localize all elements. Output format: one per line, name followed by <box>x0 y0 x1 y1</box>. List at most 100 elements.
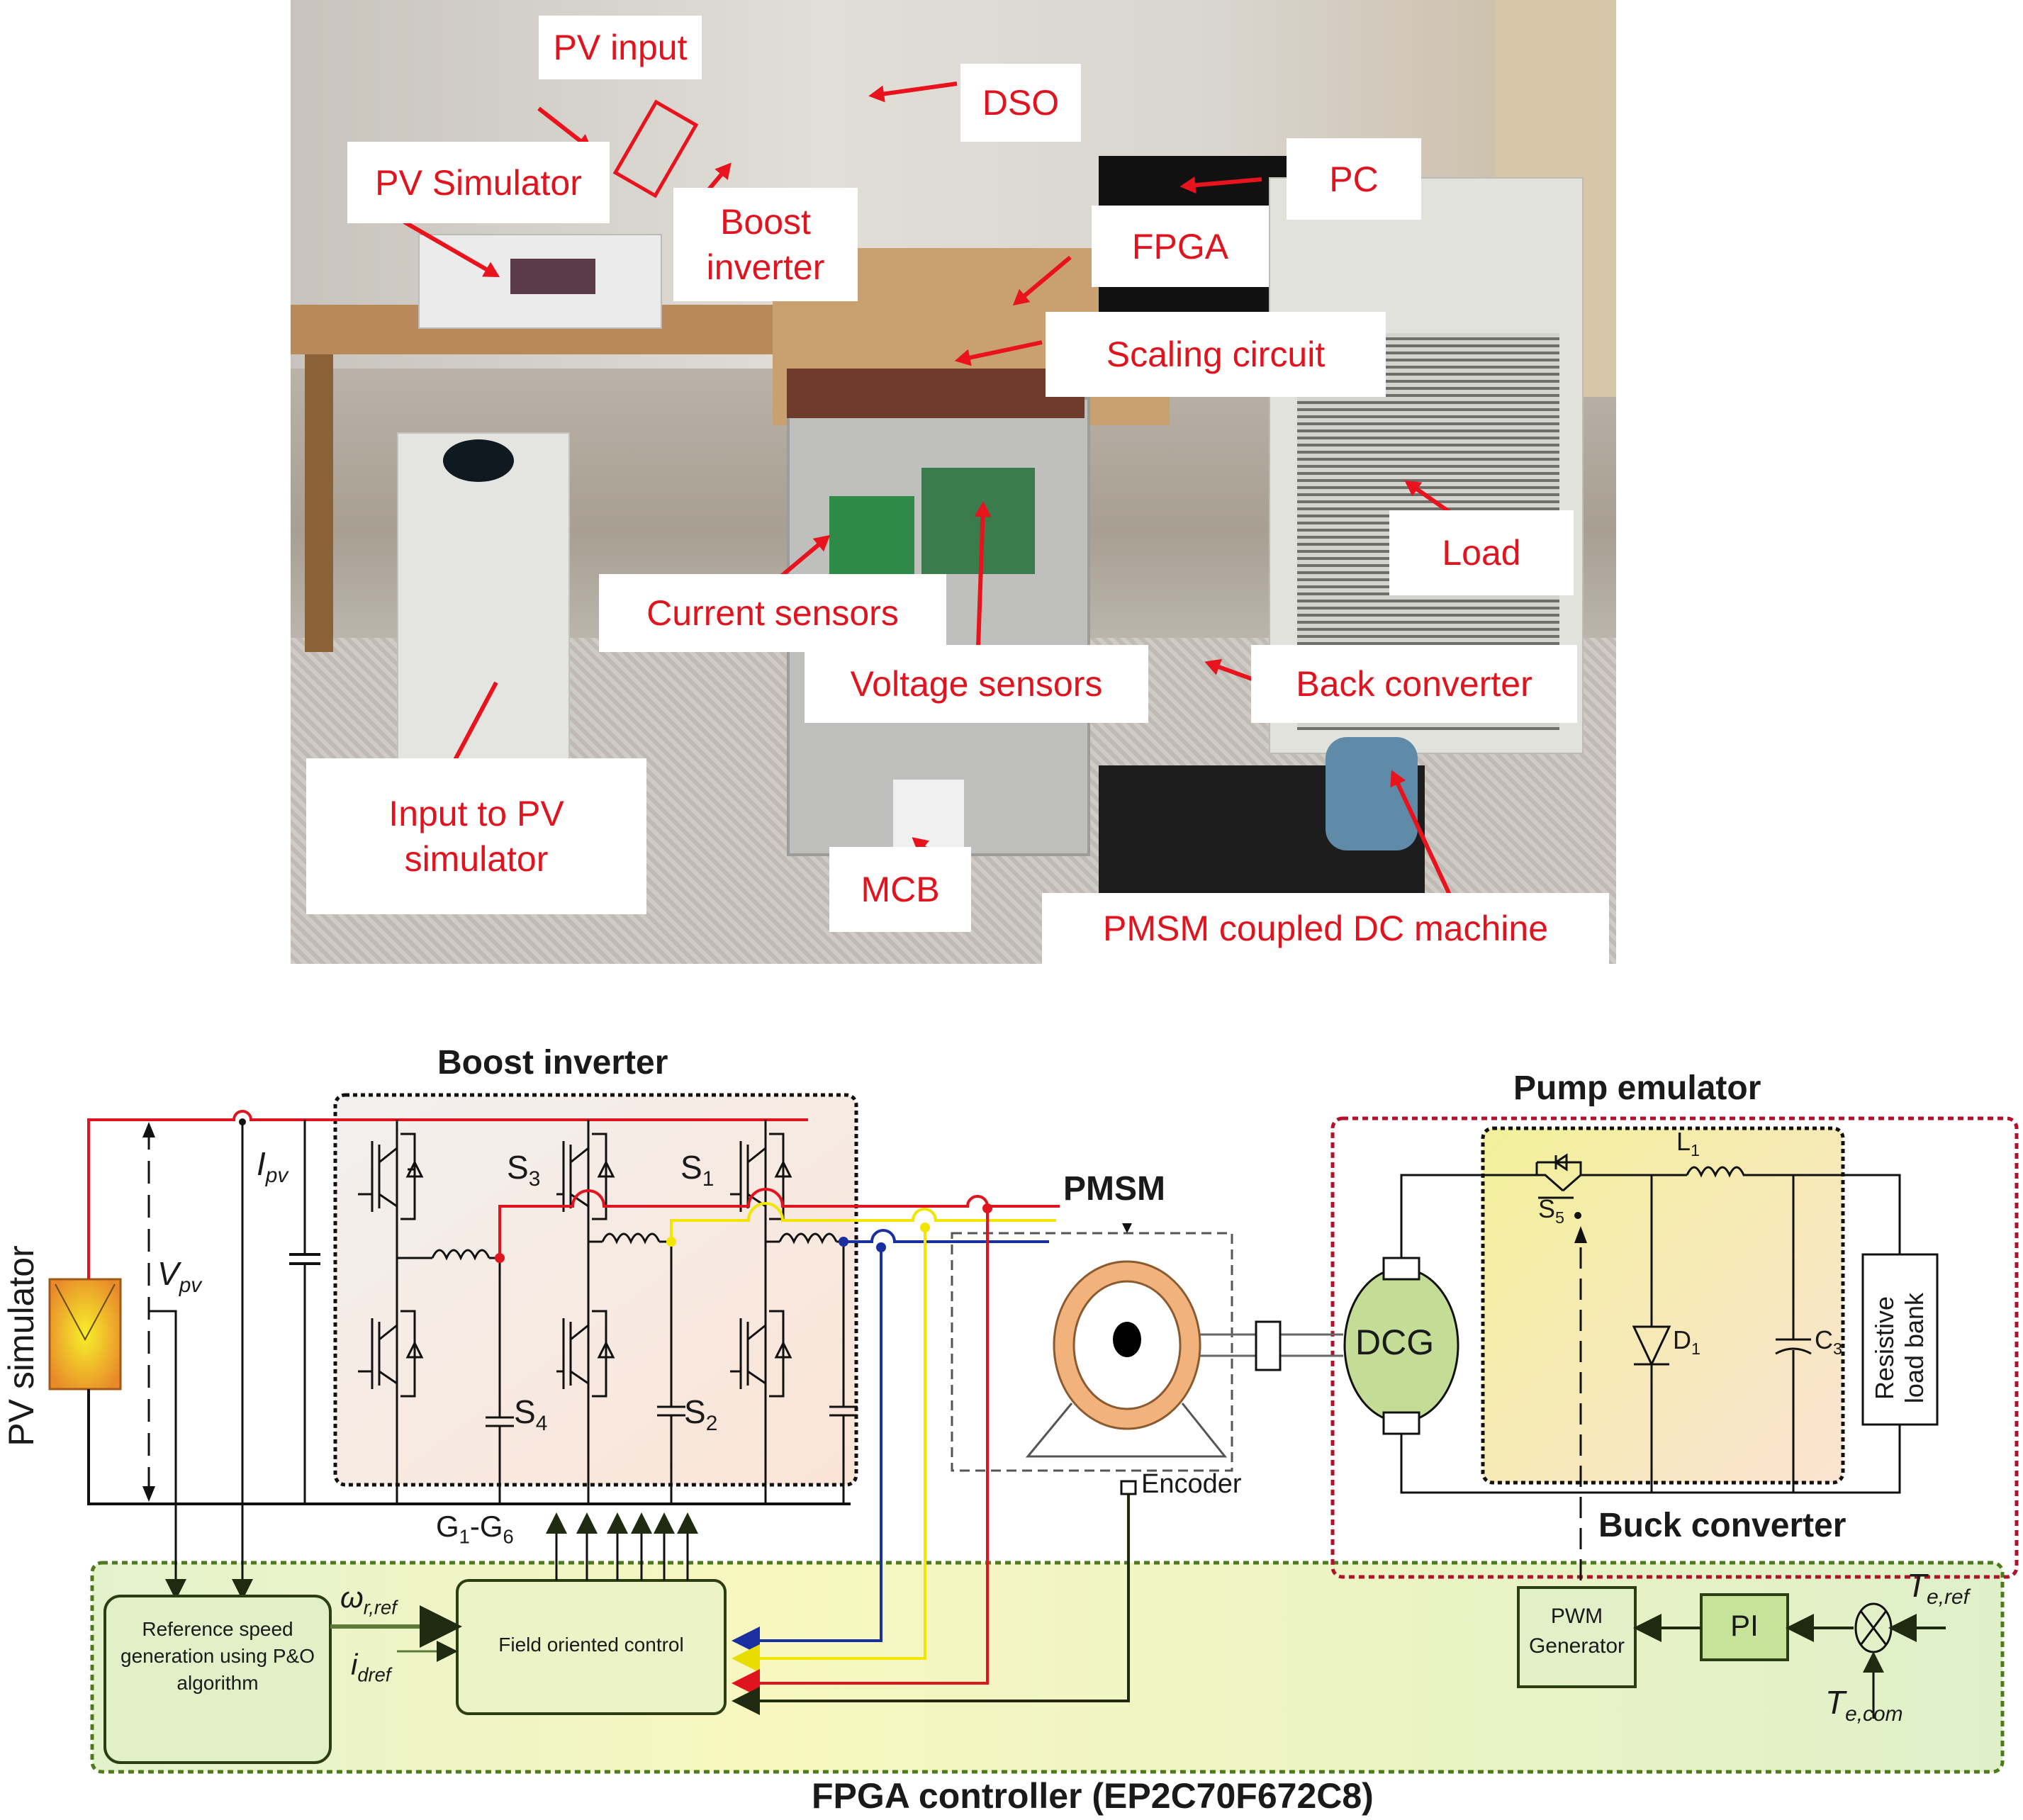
resistive-load-bank <box>1861 1253 1939 1426</box>
label-current-sensors: Current sensors <box>599 574 946 652</box>
omega-ref-sub: r,ref <box>363 1596 397 1619</box>
omega-ref-base: ω <box>340 1580 364 1614</box>
pv-simulator-label: PV simulator <box>1 1245 41 1447</box>
label-input-to-pv-simulator: Input to PV simulator <box>306 758 646 914</box>
vpv-sub: pv <box>179 1274 202 1298</box>
vpv-arrow-up <box>142 1122 155 1138</box>
pwm-generator-block <box>1517 1586 1637 1688</box>
pi-label: PI <box>1730 1609 1759 1642</box>
label-voltage-sensors: Voltage sensors <box>805 645 1148 723</box>
ipv-sub: pv <box>265 1164 288 1188</box>
encoder-label: Encoder <box>1141 1469 1242 1499</box>
label-mcb: MCB <box>829 847 971 932</box>
s1-sub: 1 <box>702 1167 715 1191</box>
g1-base: G <box>436 1510 459 1543</box>
pv-simulator-display <box>510 259 595 294</box>
inverter-legs <box>396 1120 858 1504</box>
ref-speed-block <box>103 1595 332 1764</box>
node-red <box>495 1253 505 1263</box>
dc-bus-negative <box>87 1389 851 1505</box>
idref-sub: dref <box>357 1663 391 1686</box>
l1-sub: 1 <box>1691 1141 1700 1160</box>
pwm-gate-arrow <box>1574 1226 1587 1243</box>
vpv-sense-line <box>149 1310 186 1600</box>
buck-converter-region <box>1481 1126 1845 1485</box>
s5-label: S5 <box>1538 1194 1564 1228</box>
te-ref-base: T <box>1907 1567 1927 1604</box>
te-com-label: Te,com <box>1825 1683 1903 1726</box>
feedback-encoder <box>732 1485 1130 1715</box>
te-com-base: T <box>1825 1684 1846 1721</box>
label-back-converter: Back converter <box>1251 645 1577 723</box>
feedback-yellow <box>732 1226 926 1673</box>
phase-yellow-line <box>670 1202 1056 1242</box>
vpv-label: Vpv <box>157 1254 201 1298</box>
ipv-base: I <box>257 1145 266 1182</box>
voltage-sensor-board <box>921 468 1035 574</box>
fpga-controller-title: FPGA controller (EP2C70F672C8) <box>812 1776 1374 1816</box>
s4-base: S <box>514 1393 536 1430</box>
g1-sub: 1 <box>459 1525 470 1548</box>
s2-base: S <box>684 1393 706 1430</box>
sense-blue-node <box>876 1242 886 1252</box>
summing-junction-cross <box>1859 1610 1888 1646</box>
pmsm-region <box>951 1232 1233 1472</box>
s1-label: S1 <box>680 1148 714 1191</box>
pump-emulator-region <box>1330 1116 2019 1579</box>
l1-label: L1 <box>1676 1127 1700 1160</box>
current-sensor-board <box>829 496 914 574</box>
s5-sub: 5 <box>1555 1208 1565 1228</box>
pmsm-direction-arrow <box>1122 1223 1132 1233</box>
sense-yellow-node <box>920 1223 930 1232</box>
s3-sub: 3 <box>528 1167 541 1191</box>
pv-panel-icon <box>48 1278 122 1391</box>
resistive-load-bank-label: Resistive load bank <box>1870 1292 1929 1404</box>
s5-gate-dot <box>1574 1212 1581 1219</box>
schematic-canvas <box>48 1093 2019 1774</box>
foc-block-label: Field oriented control <box>498 1634 684 1656</box>
phase-blue-line <box>844 1229 1049 1243</box>
dcg-brush-bottom <box>1382 1411 1420 1435</box>
label-pc: PC <box>1287 138 1421 220</box>
feedback-blue <box>732 1246 882 1655</box>
mcb-unit <box>893 780 964 858</box>
sensor-rack-top <box>787 369 1085 418</box>
s3-base: S <box>507 1149 529 1186</box>
label-boost-inverter: Boost inverter <box>673 188 858 301</box>
s4-sub: 4 <box>535 1412 548 1436</box>
dcg-label: DCG <box>1355 1322 1435 1362</box>
label-scaling-circuit: Scaling circuit <box>1046 312 1386 397</box>
feedback-red <box>732 1208 989 1697</box>
desk-left-leg <box>305 354 333 652</box>
label-fpga: FPGA <box>1092 206 1269 287</box>
pi-block <box>1700 1593 1789 1661</box>
system-schematic: PV simulator Boost inverter PMSM Pump em… <box>0 1021 2023 1820</box>
gate-signal-arrows <box>546 1512 698 1580</box>
dcg-brush-top <box>1382 1257 1420 1281</box>
g6-sub: 6 <box>503 1525 514 1548</box>
pmsm-shaft <box>1113 1322 1141 1357</box>
idref-label: idref <box>351 1648 391 1686</box>
vpv-base: V <box>157 1255 179 1292</box>
te-ref-label: Te,ref <box>1907 1566 1969 1610</box>
s5-base: S <box>1538 1194 1556 1223</box>
gate-signals-label: G1-G6 <box>436 1510 514 1548</box>
d1-sub: 1 <box>1691 1339 1701 1359</box>
d1-base: D <box>1673 1325 1691 1354</box>
ipv-junction <box>239 1118 246 1125</box>
dc-bus-positive <box>87 1110 808 1279</box>
s2-sub: 2 <box>705 1412 718 1436</box>
pv-panel-symbol <box>55 1283 116 1342</box>
te-ref-sub: e,ref <box>1927 1585 1969 1610</box>
boost-inverter-region <box>333 1093 858 1487</box>
c3-sub: 3 <box>1833 1339 1843 1359</box>
c3-base: C <box>1815 1325 1833 1354</box>
label-pmsm-coupled-dc-machine: PMSM coupled DC machine <box>1042 893 1609 964</box>
s4-label: S4 <box>514 1393 547 1436</box>
s1-base: S <box>680 1149 702 1186</box>
boost-inverter-title: Boost inverter <box>437 1044 668 1082</box>
autotransformer-knob <box>443 439 514 482</box>
d1-label: D1 <box>1673 1325 1700 1359</box>
gate-dash: - <box>469 1510 480 1543</box>
g6-base: G <box>479 1510 503 1543</box>
